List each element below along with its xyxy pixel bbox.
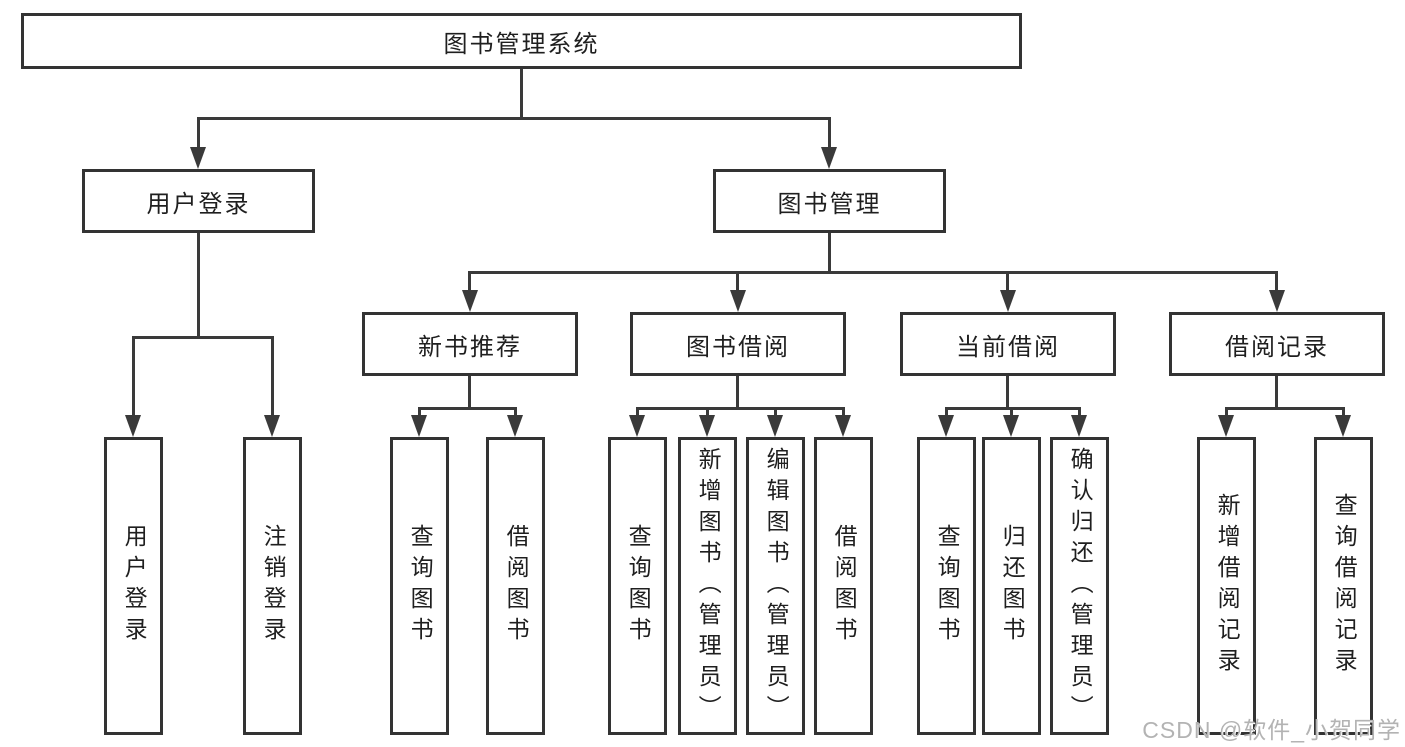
connector-drop <box>1342 407 1345 417</box>
connector-nbr-stub <box>468 376 471 409</box>
node-bb-query-books: 查询图书 <box>608 437 667 735</box>
connector-level2-rail <box>197 117 831 120</box>
node-book-management: 图书管理 <box>713 169 946 233</box>
arrow-down-icon <box>821 147 837 169</box>
connector-cb-stub <box>1006 376 1009 409</box>
arrow-down-icon <box>938 415 954 437</box>
arrow-down-icon <box>411 415 427 437</box>
arrow-down-icon <box>730 290 746 312</box>
node-library-system-label: 图书管理系统 <box>443 30 600 58</box>
node-user-login: 用户登录 <box>82 169 315 233</box>
connector-drop-book-borrowing <box>736 271 739 292</box>
arrow-down-icon <box>264 415 280 437</box>
connector-drop-current-borrowing <box>1006 271 1009 292</box>
node-current-borrowing: 当前借阅 <box>900 312 1116 376</box>
node-leaf-user-login: 用户登录 <box>104 437 163 735</box>
arrow-down-icon <box>190 147 206 169</box>
connector-cb-rail <box>945 407 1081 410</box>
connector-drop <box>418 407 421 417</box>
connector-drop <box>706 407 709 417</box>
connector-root-stub <box>520 69 523 118</box>
node-br-add-record-label: 新增借阅记录 <box>1214 493 1241 679</box>
connector-drop-leaf-user-login <box>132 336 135 416</box>
node-book-management-label: 图书管理 <box>777 190 882 218</box>
node-book-borrowing: 图书借阅 <box>630 312 846 376</box>
connector-drop <box>1225 407 1228 417</box>
connector-drop <box>1010 407 1013 417</box>
node-bb-edit-books-admin: 编辑图书（管理员） <box>746 437 805 735</box>
node-bb-add-books-admin: 新增图书（管理员） <box>678 437 737 735</box>
node-cb-return-books-label: 归还图书 <box>999 524 1026 648</box>
node-user-login-label: 用户登录 <box>146 190 251 218</box>
arrow-down-icon <box>1218 415 1234 437</box>
connector-drop <box>1078 407 1081 417</box>
arrow-down-icon <box>1071 415 1087 437</box>
connector-nbr-rail <box>418 407 517 410</box>
arrow-down-icon <box>835 415 851 437</box>
connector-user-login-rail <box>132 336 274 339</box>
connector-bb-stub <box>736 376 739 409</box>
arrow-down-icon <box>1003 415 1019 437</box>
connector-drop-borrowing-records <box>1275 271 1278 292</box>
connector-drop-book-management <box>828 117 831 149</box>
arrow-down-icon <box>462 290 478 312</box>
arrow-down-icon <box>699 415 715 437</box>
node-br-query-record: 查询借阅记录 <box>1314 437 1373 735</box>
arrow-down-icon <box>507 415 523 437</box>
node-nbr-borrow-books: 借阅图书 <box>486 437 545 735</box>
node-nbr-borrow-books-label: 借阅图书 <box>503 524 530 648</box>
connector-drop <box>514 407 517 417</box>
connector-drop <box>636 407 639 417</box>
node-bb-borrow-books: 借阅图书 <box>814 437 873 735</box>
node-cb-query-books: 查询图书 <box>917 437 976 735</box>
node-new-book-recommend: 新书推荐 <box>362 312 578 376</box>
node-bb-edit-books-admin-label: 编辑图书（管理员） <box>763 446 790 726</box>
node-new-book-recommend-label: 新书推荐 <box>418 333 522 361</box>
node-br-query-record-label: 查询借阅记录 <box>1331 493 1358 679</box>
node-nbr-query-books: 查询图书 <box>390 437 449 735</box>
arrow-down-icon <box>629 415 645 437</box>
connector-drop <box>842 407 845 417</box>
arrow-down-icon <box>767 415 783 437</box>
connector-user-login-stub <box>197 233 200 337</box>
connector-drop-new-book-recommend <box>468 271 471 292</box>
connector-drop-user-login <box>197 117 200 149</box>
node-borrowing-records: 借阅记录 <box>1169 312 1385 376</box>
connector-drop <box>945 407 948 417</box>
node-current-borrowing-label: 当前借阅 <box>956 333 1060 361</box>
connector-br-rail <box>1225 407 1345 410</box>
connector-book-management-stub <box>828 233 831 273</box>
node-cb-confirm-return-admin: 确认归还（管理员） <box>1050 437 1109 735</box>
connector-level3-rail <box>468 271 1278 274</box>
node-bb-query-books-label: 查询图书 <box>625 524 652 648</box>
connector-br-stub <box>1275 376 1278 409</box>
connector-drop <box>774 407 777 417</box>
node-cb-query-books-label: 查询图书 <box>934 524 961 648</box>
node-bb-add-books-admin-label: 新增图书（管理员） <box>695 446 722 726</box>
node-book-borrowing-label: 图书借阅 <box>686 333 790 361</box>
node-borrowing-records-label: 借阅记录 <box>1225 333 1329 361</box>
node-cb-confirm-return-admin-label: 确认归还（管理员） <box>1067 446 1094 726</box>
connector-bb-rail <box>636 407 845 410</box>
node-leaf-logout: 注销登录 <box>243 437 302 735</box>
arrow-down-icon <box>1335 415 1351 437</box>
arrow-down-icon <box>125 415 141 437</box>
node-leaf-user-login-label: 用户登录 <box>121 524 148 648</box>
connector-drop-leaf-logout <box>271 336 274 416</box>
node-bb-borrow-books-label: 借阅图书 <box>831 524 858 648</box>
watermark: CSDN @软件_小贺同学 <box>1142 717 1401 743</box>
node-library-system: 图书管理系统 <box>21 13 1022 69</box>
arrow-down-icon <box>1269 290 1285 312</box>
node-leaf-logout-label: 注销登录 <box>260 524 287 648</box>
node-br-add-record: 新增借阅记录 <box>1197 437 1256 735</box>
node-nbr-query-books-label: 查询图书 <box>407 524 434 648</box>
node-cb-return-books: 归还图书 <box>982 437 1041 735</box>
arrow-down-icon <box>1000 290 1016 312</box>
